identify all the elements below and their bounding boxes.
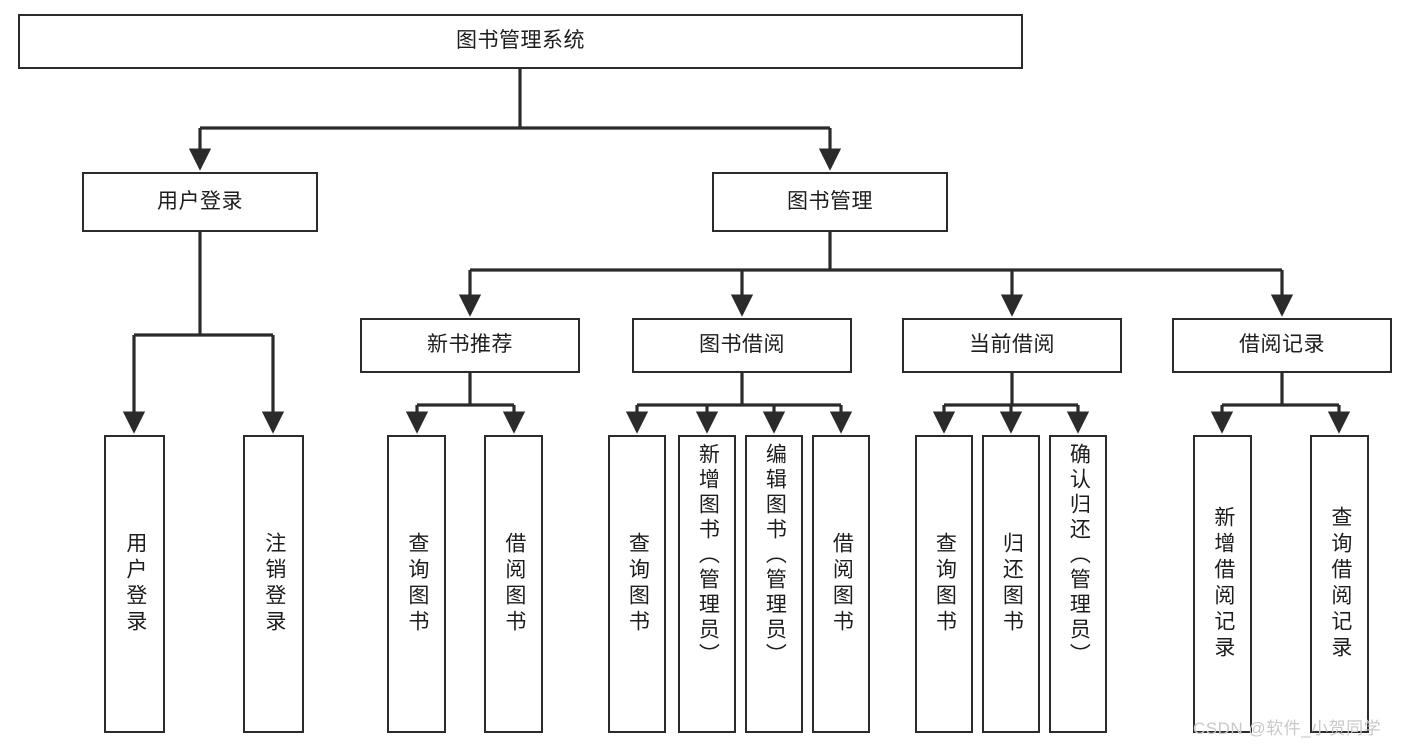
node-new-book-recommend[interactable]: 新书推荐 [360,318,580,373]
leaf-node-label: 查询图书 [933,532,957,636]
leaf-node-label: 确认归还（管理员） [1067,443,1091,668]
node-book-borrow[interactable]: 图书借阅 [632,318,852,373]
leaf-node-label: 编辑图书（管理员） [763,443,787,668]
node-user-login-label: 用户登录 [157,189,243,213]
node-book-management[interactable]: 图书管理 [712,172,948,232]
leaf-node-label: 注销登录 [262,532,286,636]
node-book-borrow-label: 图书借阅 [699,333,785,357]
node-borrow-records[interactable]: 借阅记录 [1172,318,1392,373]
leaf-node-label: 借阅图书 [830,532,854,636]
leaf-node[interactable]: 用户登录 [104,435,165,733]
node-new-book-recommend-label: 新书推荐 [427,333,513,357]
leaf-node-label: 新增图书（管理员） [696,443,720,668]
leaf-node-label: 新增借阅记录 [1211,506,1235,662]
leaf-node[interactable]: 新增图书（管理员） [678,435,736,733]
leaf-node-label: 归还图书 [1000,532,1024,636]
leaf-node[interactable]: 新增借阅记录 [1193,435,1252,733]
node-root[interactable]: 图书管理系统 [18,14,1023,69]
leaf-node[interactable]: 编辑图书（管理员） [745,435,803,733]
node-book-management-label: 图书管理 [787,189,873,213]
node-current-borrow[interactable]: 当前借阅 [902,318,1122,373]
leaf-node-label: 查询图书 [626,532,650,636]
leaf-node[interactable]: 查询图书 [387,435,446,733]
leaf-node-label: 查询图书 [405,532,429,636]
leaf-node-label: 用户登录 [123,532,147,636]
node-root-label: 图书管理系统 [456,29,585,53]
leaf-node[interactable]: 确认归还（管理员） [1049,435,1107,733]
leaf-node[interactable]: 注销登录 [243,435,304,733]
leaf-node[interactable]: 借阅图书 [484,435,543,733]
leaf-node[interactable]: 查询图书 [608,435,666,733]
node-current-borrow-label: 当前借阅 [969,333,1055,357]
node-user-login[interactable]: 用户登录 [82,172,318,232]
leaf-node[interactable]: 借阅图书 [812,435,870,733]
leaf-node-label: 查询借阅记录 [1328,506,1352,662]
leaf-node[interactable]: 归还图书 [982,435,1040,733]
leaf-node[interactable]: 查询图书 [915,435,973,733]
node-borrow-records-label: 借阅记录 [1239,333,1325,357]
leaf-node[interactable]: 查询借阅记录 [1310,435,1369,733]
leaf-node-label: 借阅图书 [502,532,526,636]
csdn-watermark: CSDN @软件_小贺同学 [1193,719,1382,738]
